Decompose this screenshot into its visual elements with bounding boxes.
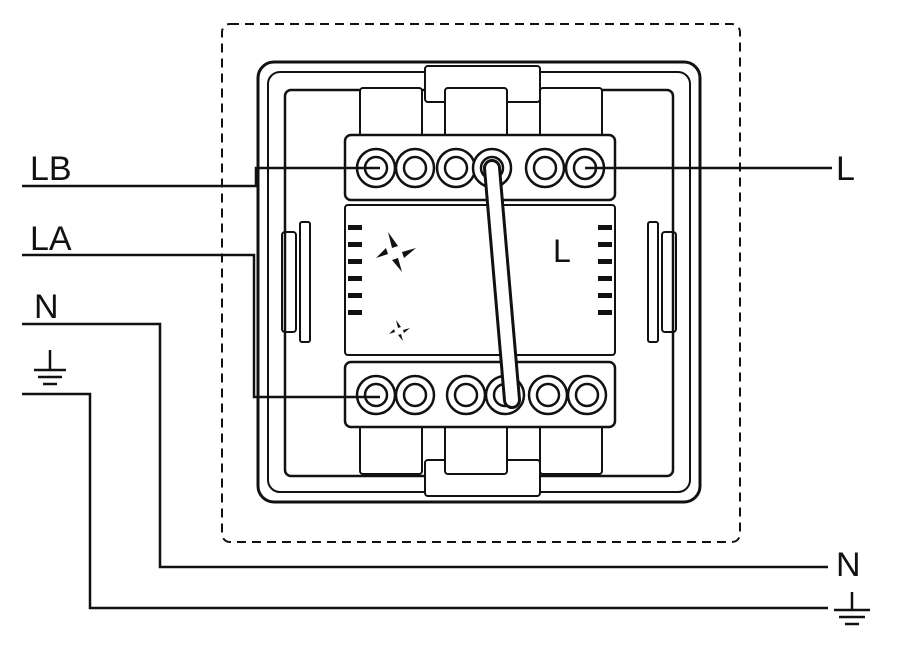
label-lb: LB xyxy=(30,150,72,188)
ground-symbol-icon xyxy=(34,350,66,386)
wire-lb xyxy=(22,166,380,188)
label-la: LA xyxy=(30,220,72,258)
wire-n xyxy=(22,322,828,569)
jumper-wire xyxy=(483,159,521,409)
mounting-box-outline xyxy=(221,23,741,543)
middle-panel xyxy=(344,204,616,356)
top-terminals xyxy=(355,147,606,189)
device-outer-frame xyxy=(256,60,702,504)
side-clips xyxy=(281,221,677,343)
label-l: L xyxy=(836,150,855,188)
wire-ground xyxy=(22,392,828,610)
bottom-tabs xyxy=(359,419,603,497)
wire-la xyxy=(22,253,380,399)
label-n-right: N xyxy=(836,546,861,584)
panel-ribs xyxy=(348,225,612,315)
label-n-left: N xyxy=(34,288,59,326)
device-center-label: L xyxy=(553,233,571,269)
fan-speed-icon xyxy=(376,232,416,272)
fan-speed-small-icon xyxy=(389,320,410,341)
top-tabs xyxy=(359,65,603,143)
ground-symbol-right-icon xyxy=(834,592,870,626)
